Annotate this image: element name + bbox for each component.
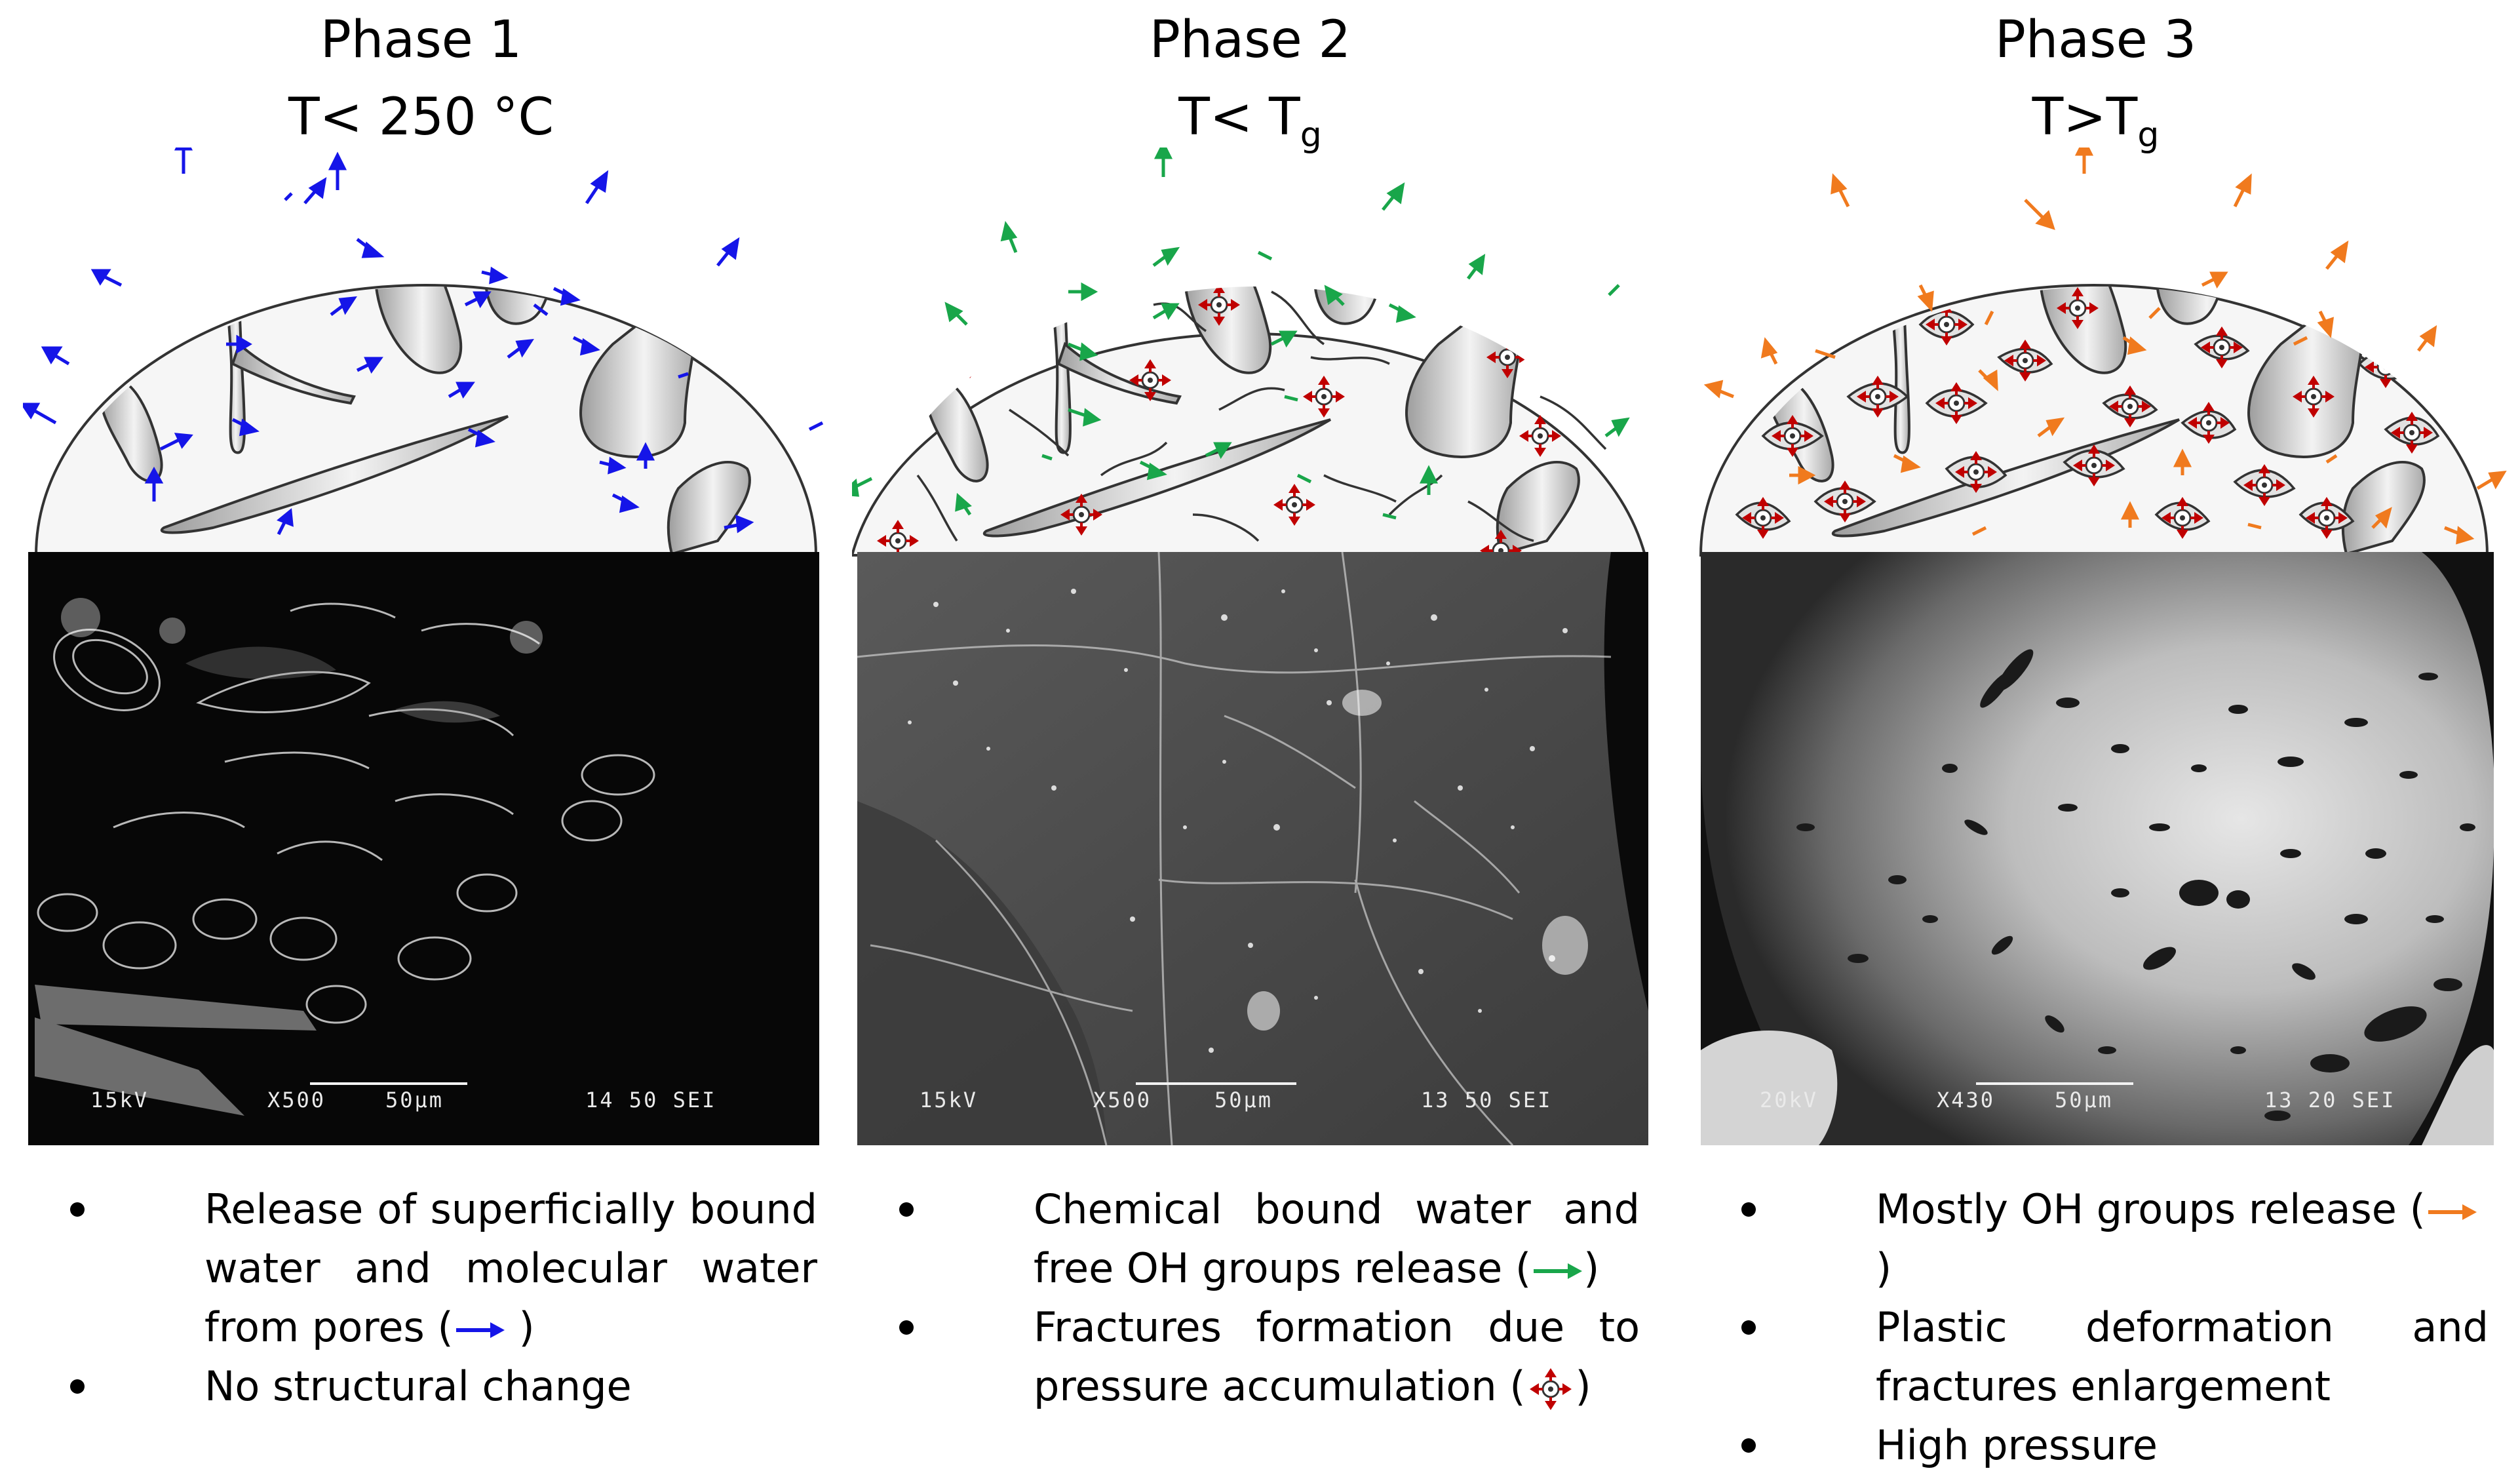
needle-particle [161,415,509,534]
phase-3-bullet-3: High pressure [1741,1416,2489,1475]
phase-1-sem-image: 15kV X500 50μm 14 50 SEI [28,552,819,1145]
pore-particle [667,461,751,555]
phase-3-bullet-list: Mostly OH groups release () Plastic defo… [1741,1180,2489,1475]
phase-3-bullet-2: Plastic deformation and fractures enlarg… [1741,1298,2489,1416]
phase-1-scale-bar [310,1082,467,1085]
bullet-dot [1741,1202,1756,1217]
phase-2-panel: Phase 2 T< Tg [852,0,1648,1451]
phase-3-sem-kv: 20kV [1760,1088,1819,1112]
phase-3-sem-image: 20kV X430 50μm 13 20 SEI [1701,552,2494,1145]
phase-1-water-arrows [23,148,824,536]
phase-2-dome-diagram [852,148,1647,557]
phase-1-temperature: T< 250 °C [288,88,554,147]
phase-2-scale-bar [1136,1082,1296,1085]
bullet-dot [1741,1320,1756,1335]
phase-2-sem-image: 15kV X500 50μm 13 50 SEI [857,552,1648,1145]
phase-3-temperature: T>Tg [2032,88,2160,155]
bullet-dot [70,1379,85,1394]
phase-2-sem-scale: 50μm [1214,1088,1273,1112]
bullet-dot [899,1202,914,1217]
phase-1-sem-kv: 15kV [90,1088,149,1112]
phase-2-title: Phase 2 [1149,10,1351,69]
green-arrow-icon [1534,1263,1583,1279]
blue-arrow-icon [456,1322,505,1338]
phase-3-panel: Phase 3 T>Tg [1697,0,2507,1469]
phase-1-bullet-2: No structural change [70,1357,817,1416]
bullet-dot [70,1202,85,1217]
pore-particle [374,286,463,374]
phase-2-sem-mag: X500 [1093,1088,1152,1112]
phase-1-title: Phase 1 [320,10,522,69]
phase-3-sem-code: 13 20 SEI [2264,1088,2396,1112]
bullet-dot [1741,1438,1756,1453]
phase-2-bullet-1: Chemical bound water and free OH groups … [899,1180,1640,1298]
phase-1-bullet-list: Release of superficially bound water and… [70,1180,817,1416]
phase-1-sem-code: 14 50 SEI [585,1088,717,1112]
needle-particle [231,342,356,405]
phase-2-bullet-2: Fractures formation due to pressure accu… [899,1298,1640,1416]
phase-1-dome-diagram [23,148,824,557]
bullet-dot [899,1320,914,1335]
phase-1-bullet-1: Release of superficially bound water and… [70,1180,817,1357]
phase-2-temperature: T< Tg [1178,88,1322,155]
pressure-icon [1528,1366,1573,1411]
phase-3-sem-mag: X430 [1937,1088,1996,1112]
phase-2-sem-kv: 15kV [920,1088,979,1112]
orange-arrow-icon [2428,1204,2477,1220]
phase-2-bullet-list: Chemical bound water and free OH groups … [899,1180,1640,1416]
phase-3-scale-bar [1976,1082,2133,1085]
phase-3-sem-scale: 50μm [2055,1088,2114,1112]
phase-3-dome-diagram [1699,148,2507,557]
phase-2-oh-arrows [852,148,1630,520]
pore-marks [1796,649,2475,1121]
phase-2-sem-code: 13 50 SEI [1421,1088,1553,1112]
phase-3-bullet-1: Mostly OH groups release () [1741,1180,2489,1298]
phase-1-sem-scale: 50μm [385,1088,444,1112]
phase-1-panel: Phase 1 T< 250 °C [23,0,824,1451]
phase-3-title: Phase 3 [1994,10,2197,69]
phase-3-oh-arrows [1703,148,2507,545]
phase-1-sem-mag: X500 [267,1088,326,1112]
